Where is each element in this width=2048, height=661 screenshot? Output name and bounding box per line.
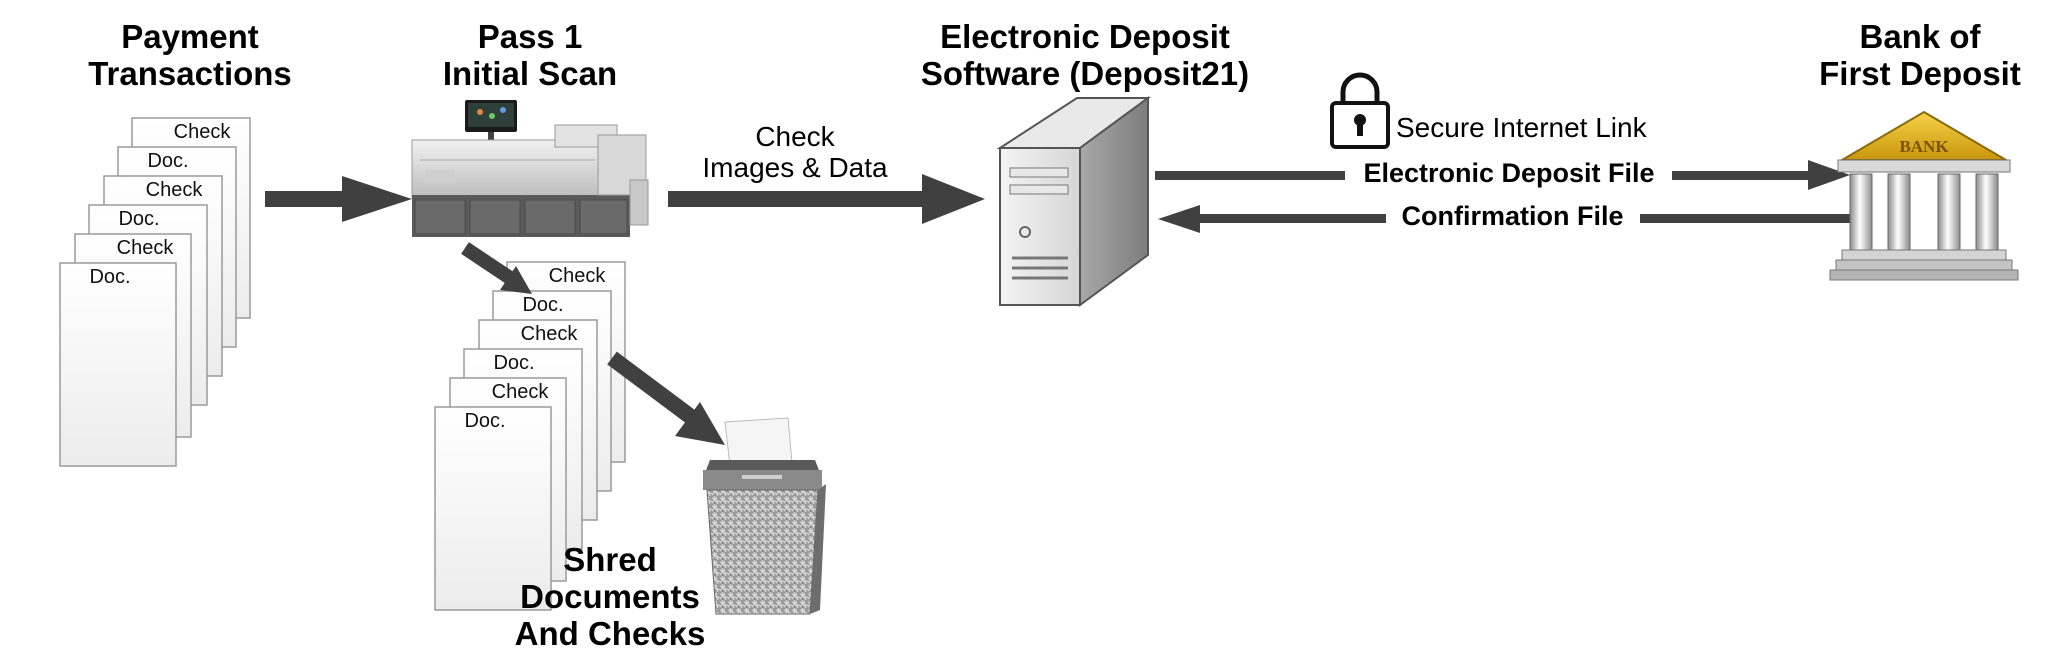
heading-bank-of-first-deposit: Bank of First Deposit xyxy=(1819,18,2021,92)
document-sheet xyxy=(59,262,177,467)
bank-icon: BANK xyxy=(1829,110,2019,281)
bank-sign: BANK xyxy=(1899,137,1949,156)
arrow-to-software xyxy=(668,174,985,224)
heading-electronic-deposit-software: Electronic Deposit Software (Deposit21) xyxy=(920,18,1250,92)
arrow-deposit-file xyxy=(1155,160,1850,190)
document-label: Doc. xyxy=(147,150,188,172)
shredder-icon xyxy=(703,417,826,615)
document-label: Check xyxy=(549,265,607,287)
label-confirmation-file: Confirmation File xyxy=(1401,201,1624,231)
label-check-images-data: Check Images & Data xyxy=(702,121,888,183)
arrow-to-shredder xyxy=(607,351,725,445)
heading-payment-transactions: Payment Transactions xyxy=(88,18,292,92)
label-electronic-deposit-file: Electronic Deposit File xyxy=(1363,158,1655,188)
document-label: Check xyxy=(117,237,175,259)
heading-pass1-initial-scan: Pass 1 Initial Scan xyxy=(442,18,618,92)
document-sheet xyxy=(434,406,552,611)
server-icon xyxy=(996,96,1152,307)
arrow-to-lower-stack xyxy=(461,242,532,294)
heading-shred-documents: Shred Documents And Checks xyxy=(514,541,706,652)
document-label: Doc. xyxy=(89,266,130,288)
arrow-confirmation-file xyxy=(1158,205,1852,233)
arrow-to-scanner xyxy=(265,176,412,222)
document-label: Doc. xyxy=(522,294,563,316)
document-label: Doc. xyxy=(493,352,534,374)
document-label: Check xyxy=(521,323,579,345)
document-label: Doc. xyxy=(464,410,505,432)
document-label: Check xyxy=(174,121,232,143)
document-label: Check xyxy=(146,179,204,201)
document-label: Check xyxy=(492,381,550,403)
padlock-icon xyxy=(1330,72,1390,149)
document-label: Doc. xyxy=(118,208,159,230)
label-secure-internet-link: Secure Internet Link xyxy=(1396,112,1647,143)
scanner-icon xyxy=(411,100,649,237)
